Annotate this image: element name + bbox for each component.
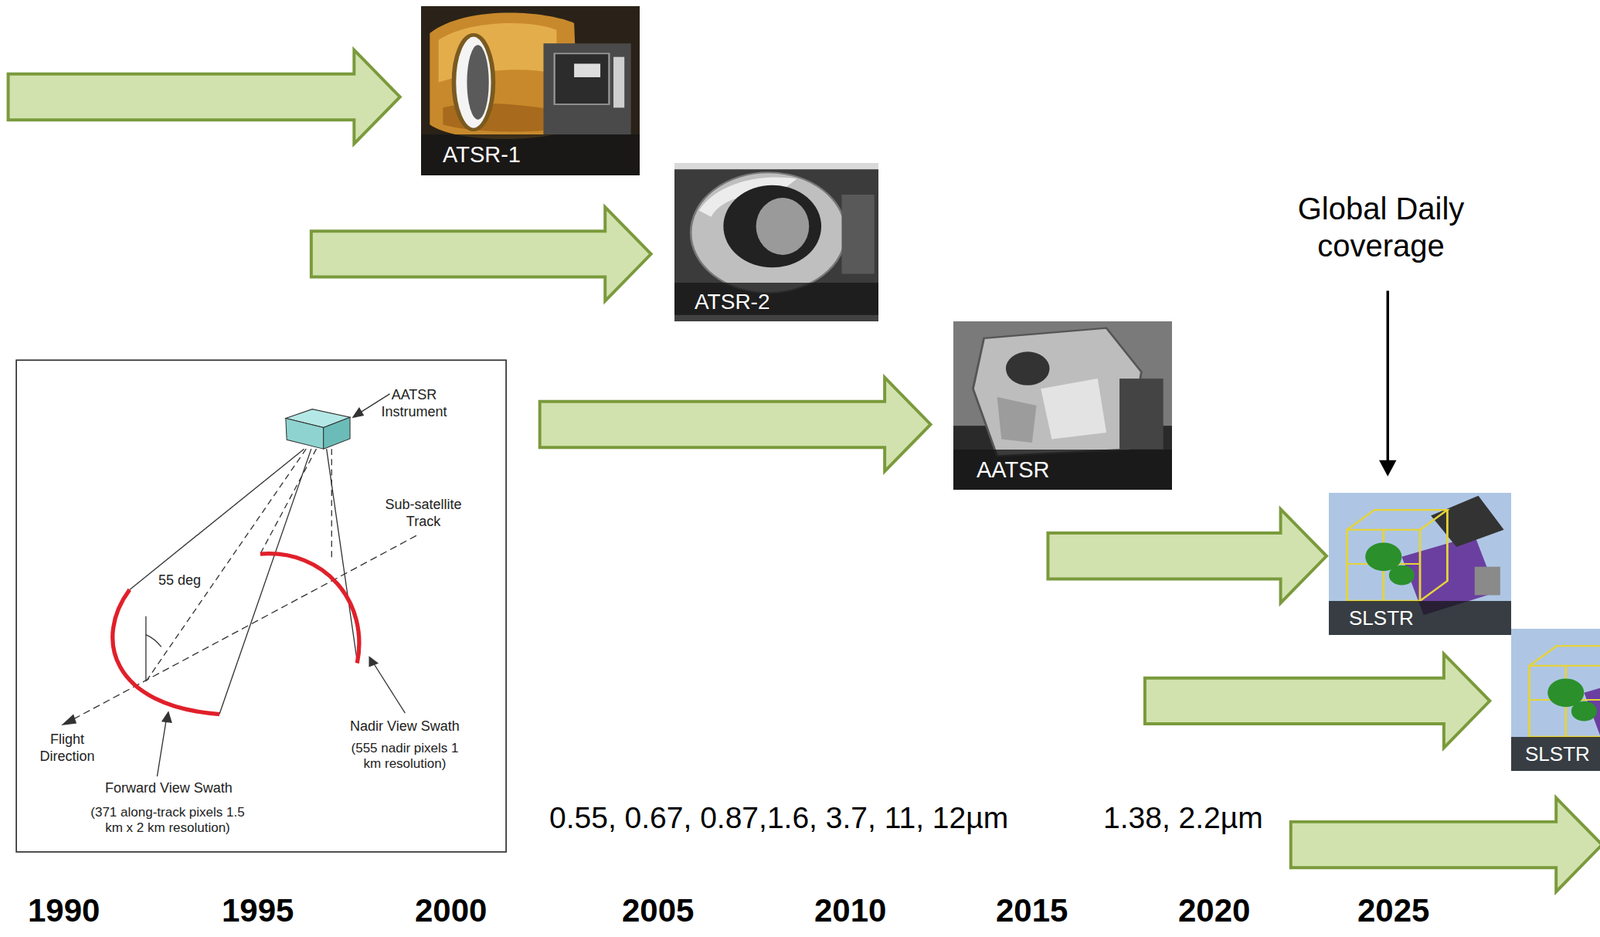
year-label: 2000 <box>414 891 487 931</box>
view-line <box>326 448 358 662</box>
leader-line <box>373 663 405 714</box>
view-line <box>260 448 317 554</box>
timeline-arrow <box>311 207 652 302</box>
arrow-head <box>61 714 77 727</box>
year-label: 1995 <box>221 891 294 931</box>
instrument-name: SLSTR <box>1348 606 1414 631</box>
instrument-name: AATSR <box>976 457 1050 483</box>
year-label: 1990 <box>27 891 100 931</box>
view-line <box>129 448 305 590</box>
instrument-label: AATSR Instrument <box>375 387 453 421</box>
year-label: 2020 <box>1178 891 1251 931</box>
instrument-cube <box>285 409 350 450</box>
forward-swath <box>112 589 220 714</box>
angle-arc <box>146 635 162 648</box>
caption-bar: SLSTR <box>1511 737 1600 772</box>
angle-label: 55 deg <box>158 572 201 590</box>
caption-bar: AATSR <box>953 449 1172 490</box>
timeline-arrows <box>8 50 1600 893</box>
timeline-arrow <box>1144 654 1490 749</box>
swath-label: Forward View Swath <box>105 780 233 798</box>
caption-bar: ATSR-2 <box>674 282 879 322</box>
arrow-head <box>369 657 378 667</box>
nadir-swath <box>260 553 360 664</box>
geometry-inset <box>16 360 507 853</box>
timeline-arrow <box>1047 509 1327 604</box>
coverage-note: Global Daily coverage <box>1274 190 1488 265</box>
leader-line <box>156 719 167 777</box>
caption-bar: SLSTR <box>1328 601 1512 636</box>
track-line <box>69 535 417 721</box>
instrument-name: SLSTR <box>1525 742 1590 767</box>
wavelength-list: 1.38, 2.2µm <box>1103 800 1264 837</box>
cube-face <box>285 418 324 450</box>
timeline-arrow <box>1290 798 1600 893</box>
swath-note: (555 nadir pixels 1 km resolution) <box>348 740 462 773</box>
instrument-photo: SLSTR <box>1328 492 1512 636</box>
pointer-line <box>1386 290 1390 463</box>
arrow-head <box>353 407 364 418</box>
timeline-arrow <box>8 50 401 145</box>
instrument-photo: ATSR-1 <box>421 6 640 176</box>
cube-face <box>323 417 350 449</box>
view-line <box>219 448 312 714</box>
inset-frame <box>16 360 507 853</box>
track-label: Sub-satellite Track <box>377 496 469 530</box>
instrument-name: ATSR-2 <box>694 289 771 315</box>
year-label: 2005 <box>621 891 694 931</box>
year-label: 2010 <box>814 891 887 931</box>
direction-label: Flight Direction <box>32 731 102 765</box>
view-line <box>146 448 306 682</box>
swath-label: Nadir View Swath <box>349 718 460 736</box>
instrument-photo: SLSTR <box>1511 628 1600 772</box>
view-line <box>331 448 333 560</box>
arrow-head <box>1379 460 1397 477</box>
vertical-reference <box>145 616 147 683</box>
arrow-head <box>162 712 172 723</box>
view-lines <box>69 448 417 722</box>
year-label: 2015 <box>995 891 1068 931</box>
instrument-photo: ATSR-2 <box>674 163 879 322</box>
timeline-arrow <box>540 377 931 473</box>
swath-note: (371 along-track pixels 1.5 km x 2 km re… <box>88 805 247 837</box>
wavelength-list: 0.55, 0.67, 0.87,1.6, 3.7, 11, 12µm <box>549 800 1009 837</box>
year-label: 2025 <box>1357 891 1430 931</box>
instrument-name: ATSR-1 <box>442 142 521 168</box>
caption-bar: ATSR-1 <box>421 134 640 176</box>
pointer-arrow <box>1379 290 1397 476</box>
instrument-photo: AATSR <box>953 321 1172 490</box>
